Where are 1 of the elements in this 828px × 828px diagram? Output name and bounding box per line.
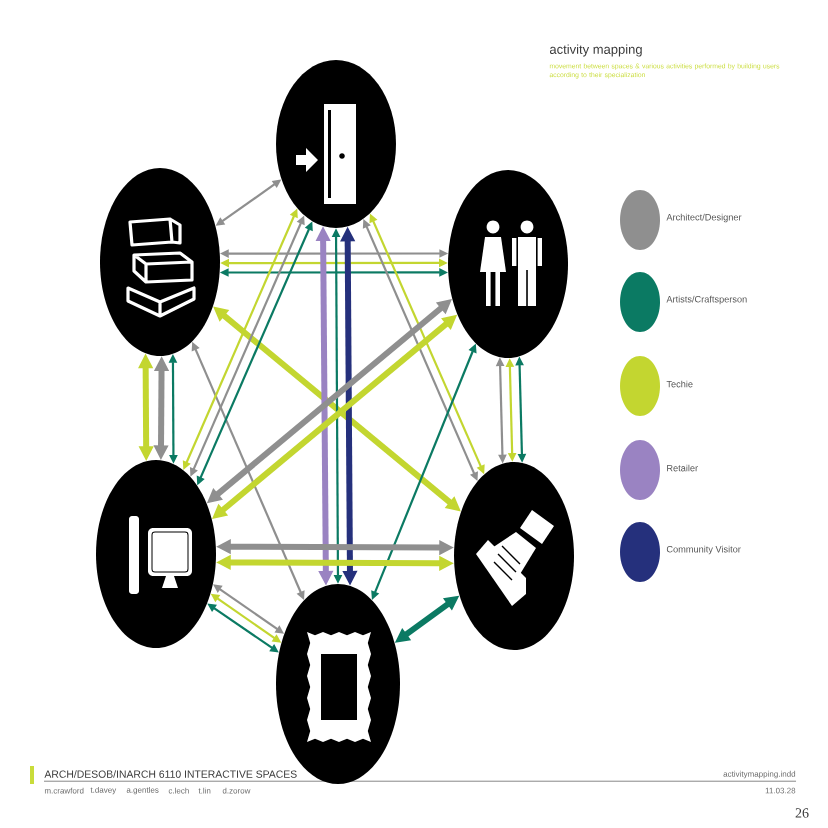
icon-circle (100, 168, 220, 356)
